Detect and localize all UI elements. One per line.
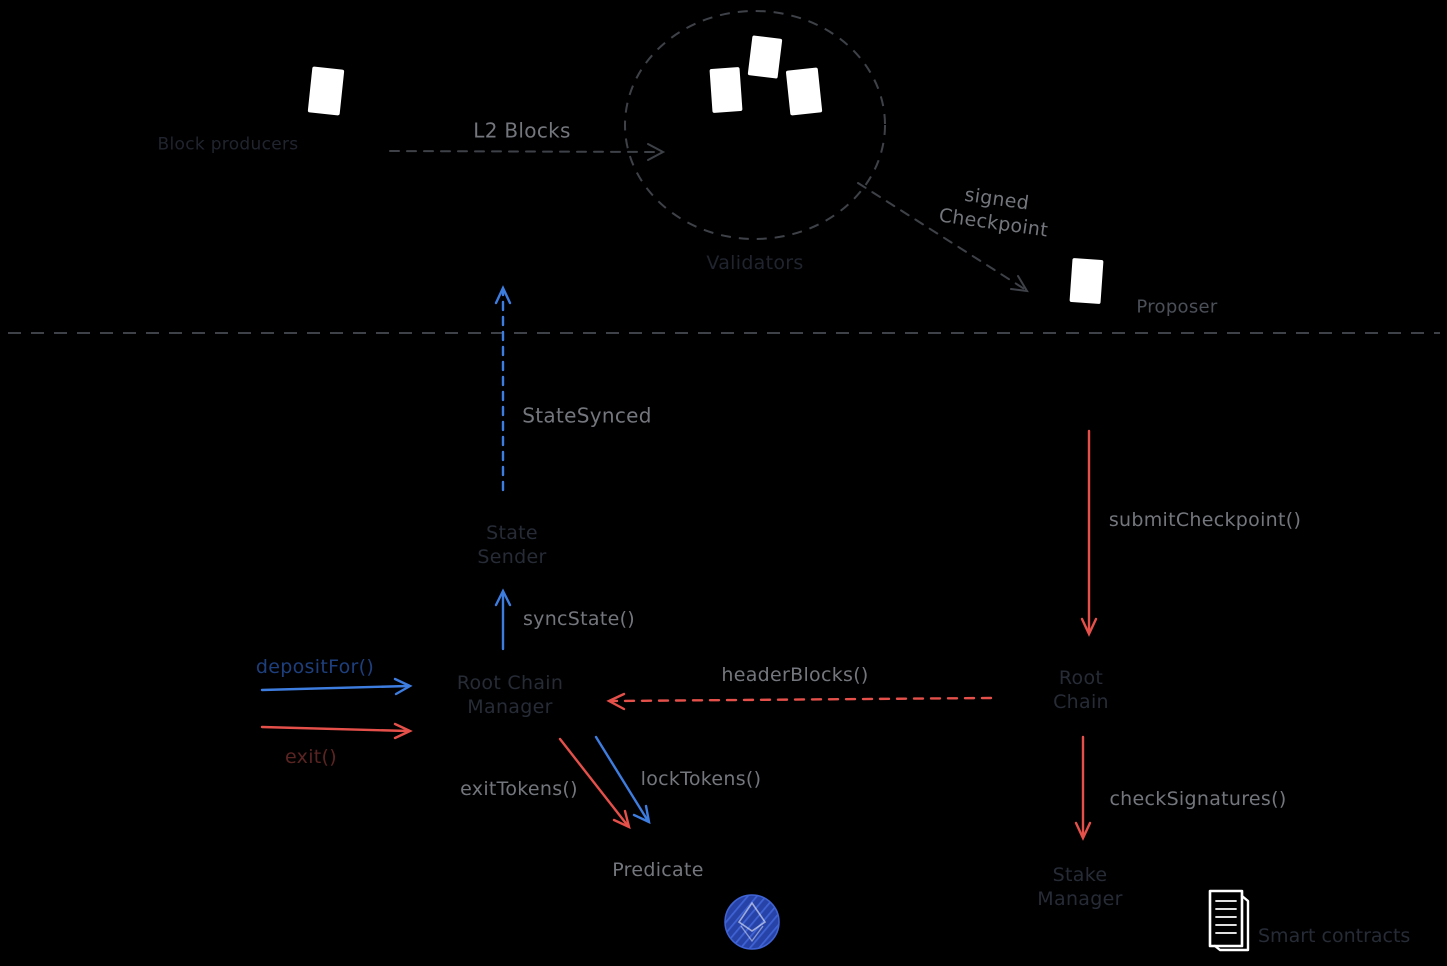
- exit-arrow: [260, 722, 413, 740]
- state-synced-arrow: [494, 285, 512, 492]
- predicate-label: Predicate: [612, 859, 704, 882]
- state-sender-label-line2: Sender: [477, 546, 547, 568]
- check-signatures-arrow: [1074, 735, 1092, 841]
- contracts-legend-label: Smart contracts: [1258, 925, 1411, 947]
- signed-checkpoint-arrow: [857, 182, 1029, 293]
- root-chain-manager-label-line1: Root Chain: [456, 672, 564, 695]
- submit-checkpoint-arrow: [1080, 429, 1098, 637]
- stake-manager-label: Stake Manager: [1037, 864, 1122, 912]
- root-chain-label: Root Chain: [1053, 667, 1109, 715]
- block-producers-label: Block producers: [157, 134, 299, 155]
- exit-tokens-arrow: [558, 737, 631, 830]
- deposit-for-arrow: [260, 677, 413, 696]
- validators-label: Validators: [706, 252, 804, 275]
- root-chain-manager-label: Root Chain Manager: [457, 672, 563, 720]
- sync-state-arrow: [494, 588, 512, 651]
- check-signatures-label: checkSignatures(): [1109, 788, 1287, 811]
- proposer-block-icon: [1069, 258, 1104, 304]
- sync-state-label: syncState(): [522, 608, 636, 631]
- ethereum-logo-icon: [724, 894, 780, 950]
- state-sender-label: State Sender: [477, 522, 546, 570]
- root-chain-label-line2: Chain: [1053, 691, 1109, 713]
- exit-label: exit(): [285, 746, 337, 769]
- root-chain-manager-label-line2: Manager: [467, 696, 553, 718]
- header-blocks-label: headerBlocks(): [721, 664, 869, 687]
- state-sender-label-line1: State: [486, 522, 538, 545]
- proposer-label: Proposer: [1136, 296, 1218, 318]
- contracts-book-icon: [1208, 889, 1250, 952]
- submit-checkpoint-label: submitCheckpoint(): [1108, 509, 1302, 532]
- block-producer-icon: [307, 66, 345, 116]
- validators-circle: [624, 10, 886, 240]
- validator-blocks-icon: [709, 35, 823, 116]
- root-chain-label-line1: Root: [1058, 667, 1104, 690]
- exit-tokens-label: exitTokens(): [460, 778, 578, 801]
- stake-manager-label-line2: Manager: [1037, 888, 1123, 910]
- stake-manager-label-line1: Stake: [1052, 864, 1108, 887]
- deposit-for-label: depositFor(): [255, 656, 375, 679]
- lock-tokens-arrow: [594, 735, 651, 825]
- lock-tokens-label: lockTokens(): [640, 768, 762, 791]
- l2-blocks-arrow: [389, 143, 666, 161]
- state-synced-label: StateSynced: [522, 403, 652, 428]
- header-blocks-arrow: [606, 692, 993, 711]
- l2-blocks-label: L2 Blocks: [473, 118, 571, 143]
